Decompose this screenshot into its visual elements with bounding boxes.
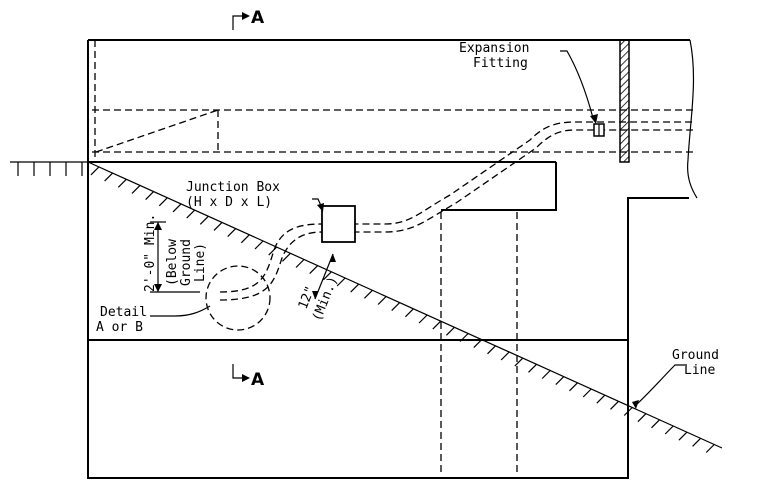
ground-tick: [377, 296, 387, 305]
ground-tick: [322, 271, 332, 281]
conduit: [219, 121, 693, 301]
expansion-fitting-label-line2: Fitting: [473, 56, 528, 71]
abutment-outline: [87, 39, 698, 479]
ground-tick: [117, 178, 127, 188]
ground-tick: [131, 184, 141, 194]
section-cut-top: A: [232, 8, 265, 30]
ground-tick: [90, 166, 100, 176]
ground-tick: [363, 289, 373, 299]
svg-text:A: A: [251, 8, 265, 28]
ground-tick: [158, 197, 168, 207]
detail-label-line2: A or B: [96, 320, 143, 335]
ground-tick: [610, 400, 619, 410]
ground-tick: [309, 265, 319, 275]
ground-tick: [623, 407, 633, 416]
ground-tick: [582, 388, 592, 398]
ground-tick: [705, 444, 715, 453]
ground-tick: [295, 259, 305, 268]
ground-tick: [445, 326, 455, 336]
ground-tick: [432, 320, 442, 330]
ground-tick: [391, 302, 401, 312]
svg-text:A: A: [251, 370, 265, 390]
expansion-fitting-label-line1: Expansion: [459, 41, 529, 56]
ground-tick: [199, 215, 209, 225]
ground-tick: [145, 191, 155, 201]
ground-tick: [541, 370, 551, 379]
ground-tick: [172, 203, 182, 213]
ground-line: [10, 161, 723, 449]
ground-tick: [459, 333, 469, 342]
ground-tick: [104, 172, 114, 182]
min-depth-label: 2'-0" Min.: [143, 214, 158, 292]
hidden-lines: [92, 40, 693, 476]
clearance-dimension: [312, 253, 336, 300]
ground-tick: [227, 228, 237, 238]
ground-tick: [514, 357, 524, 367]
expansion-joint: [619, 39, 630, 163]
junction-box: [321, 205, 356, 243]
below-ground-label-line2: Ground: [179, 239, 194, 286]
ground-tick: [418, 314, 428, 324]
ground-tick: [268, 246, 278, 256]
ground-tick: [637, 413, 647, 423]
below-ground-label-line1: (Below: [165, 239, 180, 286]
junction-box-label-line1: Junction Box: [186, 180, 280, 195]
ground-ticks-slope: [90, 166, 715, 453]
below-ground-label-line3: Line): [193, 243, 208, 282]
ground-tick: [240, 234, 250, 244]
ground-tick: [487, 345, 496, 355]
ground-tick: [336, 277, 346, 287]
ground-tick: [528, 363, 537, 373]
ground-tick: [186, 209, 196, 219]
depth-dimension: [150, 221, 200, 293]
ground-tick: [664, 425, 674, 435]
ground-tick: [254, 240, 264, 250]
ground-tick: [651, 419, 660, 429]
ground-tick: [281, 252, 291, 262]
ground-tick: [473, 339, 483, 349]
leader-lines: [150, 50, 685, 409]
ground-tick: [500, 351, 510, 361]
detail-callout-circle: [205, 265, 271, 331]
ground-tick: [678, 431, 688, 441]
ground-tick: [555, 376, 565, 386]
ground-tick: [569, 382, 578, 392]
ground-line-label-line2: Line: [684, 363, 715, 378]
ground-tick: [692, 437, 702, 447]
ground-tick: [213, 221, 223, 231]
ground-tick: [404, 308, 414, 318]
ground-tick: [350, 283, 360, 293]
ground-ticks-left: [17, 162, 83, 176]
section-cut-bottom: A: [232, 364, 265, 390]
junction-box-label-line2: (H x D x L): [186, 195, 272, 210]
detail-label-line1: Detail: [100, 305, 147, 320]
ground-line-label-line1: Ground: [672, 348, 719, 363]
ground-tick: [596, 394, 606, 404]
